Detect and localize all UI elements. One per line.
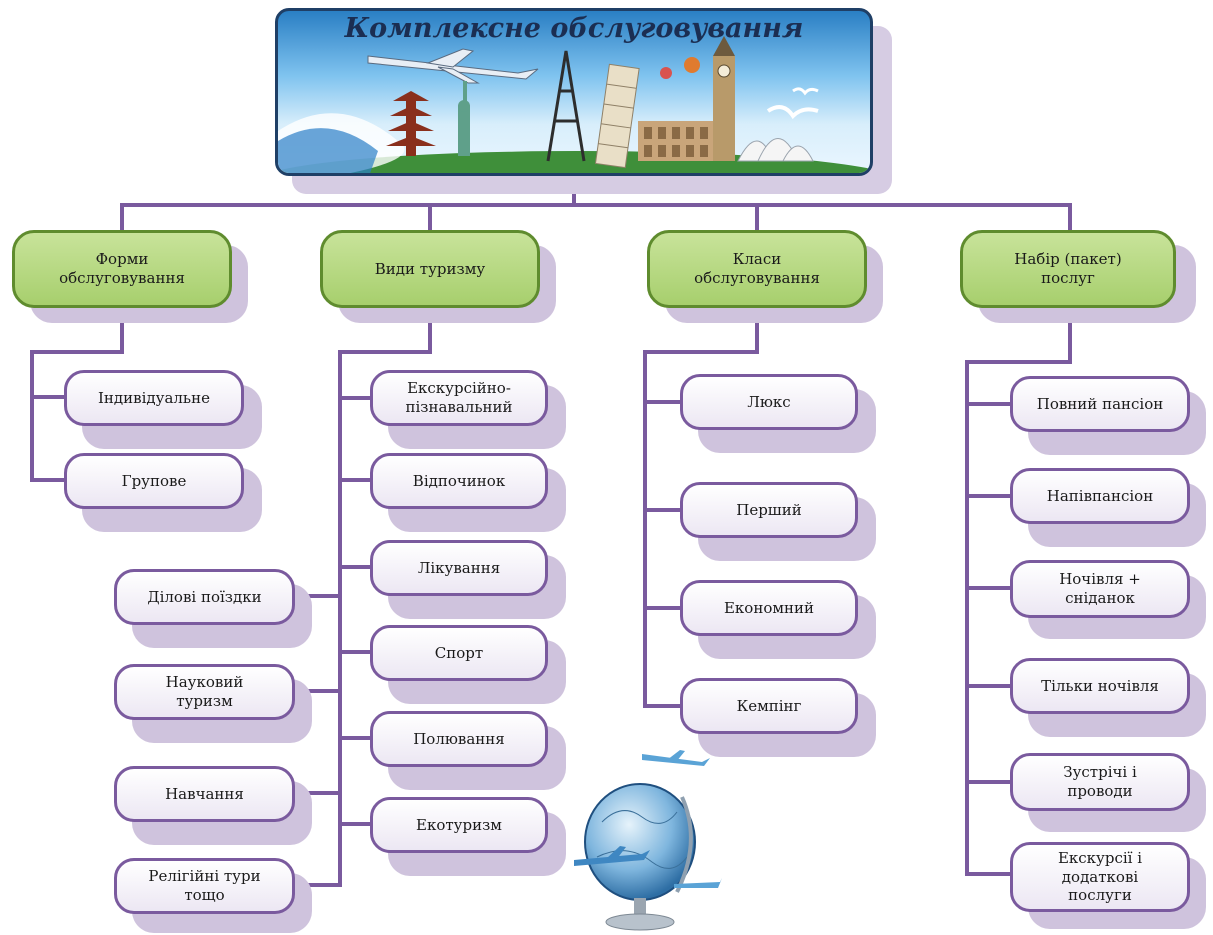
statue-of-liberty-icon [458, 81, 470, 156]
opera-house-icon [737, 138, 814, 162]
category-tourism-types: Види туризму [320, 230, 540, 308]
diagram-title: Комплексне обслуговування [344, 13, 804, 44]
item-group: Групове [64, 453, 244, 509]
title-banner: Комплексне обслуговування [275, 8, 873, 176]
item-lux: Люкс [680, 374, 858, 430]
item-scientific-tourism: Науковий туризм [114, 664, 295, 720]
item-bed-breakfast: Ночівля + сніданок [1010, 560, 1190, 618]
seagull-icon [766, 105, 819, 120]
item-first: Перший [680, 482, 858, 538]
travel-landmarks-illustration [278, 36, 870, 173]
category-service-classes: Класи обслуговування [647, 230, 867, 308]
item-hunting: Полювання [370, 711, 548, 767]
colosseum-icon [638, 121, 718, 161]
item-economy: Економний [680, 580, 858, 636]
item-sport: Спорт [370, 625, 548, 681]
airplane-icon [674, 878, 722, 888]
category-service-forms: Форми обслуговування [12, 230, 232, 308]
leaning-tower-icon [594, 63, 640, 169]
category-service-package: Набір (пакет) послуг [960, 230, 1176, 308]
item-lodging-only: Тільки ночівля [1010, 658, 1190, 714]
globe-with-airplanes-illustration [574, 750, 722, 931]
hot-air-balloon-icon [660, 67, 672, 79]
item-transfers: Зустрічі і проводи [1010, 753, 1190, 811]
item-treatment: Лікування [370, 540, 548, 596]
item-full-board: Повний пансіон [1010, 376, 1190, 432]
seagull-icon [792, 87, 819, 96]
item-religious-tours: Релігійні тури тощо [114, 858, 295, 914]
hot-air-balloon-icon [684, 57, 700, 73]
airplane-icon [642, 750, 710, 766]
item-half-board: Напівпансіон [1010, 468, 1190, 524]
item-individual: Індивідуальне [64, 370, 244, 426]
airplane-icon [367, 48, 539, 84]
big-ben-icon [713, 36, 735, 161]
item-education: Навчання [114, 766, 295, 822]
item-business-trips: Ділові поїздки [114, 569, 295, 625]
item-excursion: Екскурсійно- пізнавальний [370, 370, 548, 426]
airplane-icon [574, 846, 650, 866]
pagoda-icon [386, 91, 436, 156]
item-excursions-extra: Екскурсії і додаткові послуги [1010, 842, 1190, 912]
item-leisure: Відпочинок [370, 453, 548, 509]
item-ecotourism: Екотуризм [370, 797, 548, 853]
item-camping: Кемпінг [680, 678, 858, 734]
eiffel-tower-icon [546, 50, 586, 162]
